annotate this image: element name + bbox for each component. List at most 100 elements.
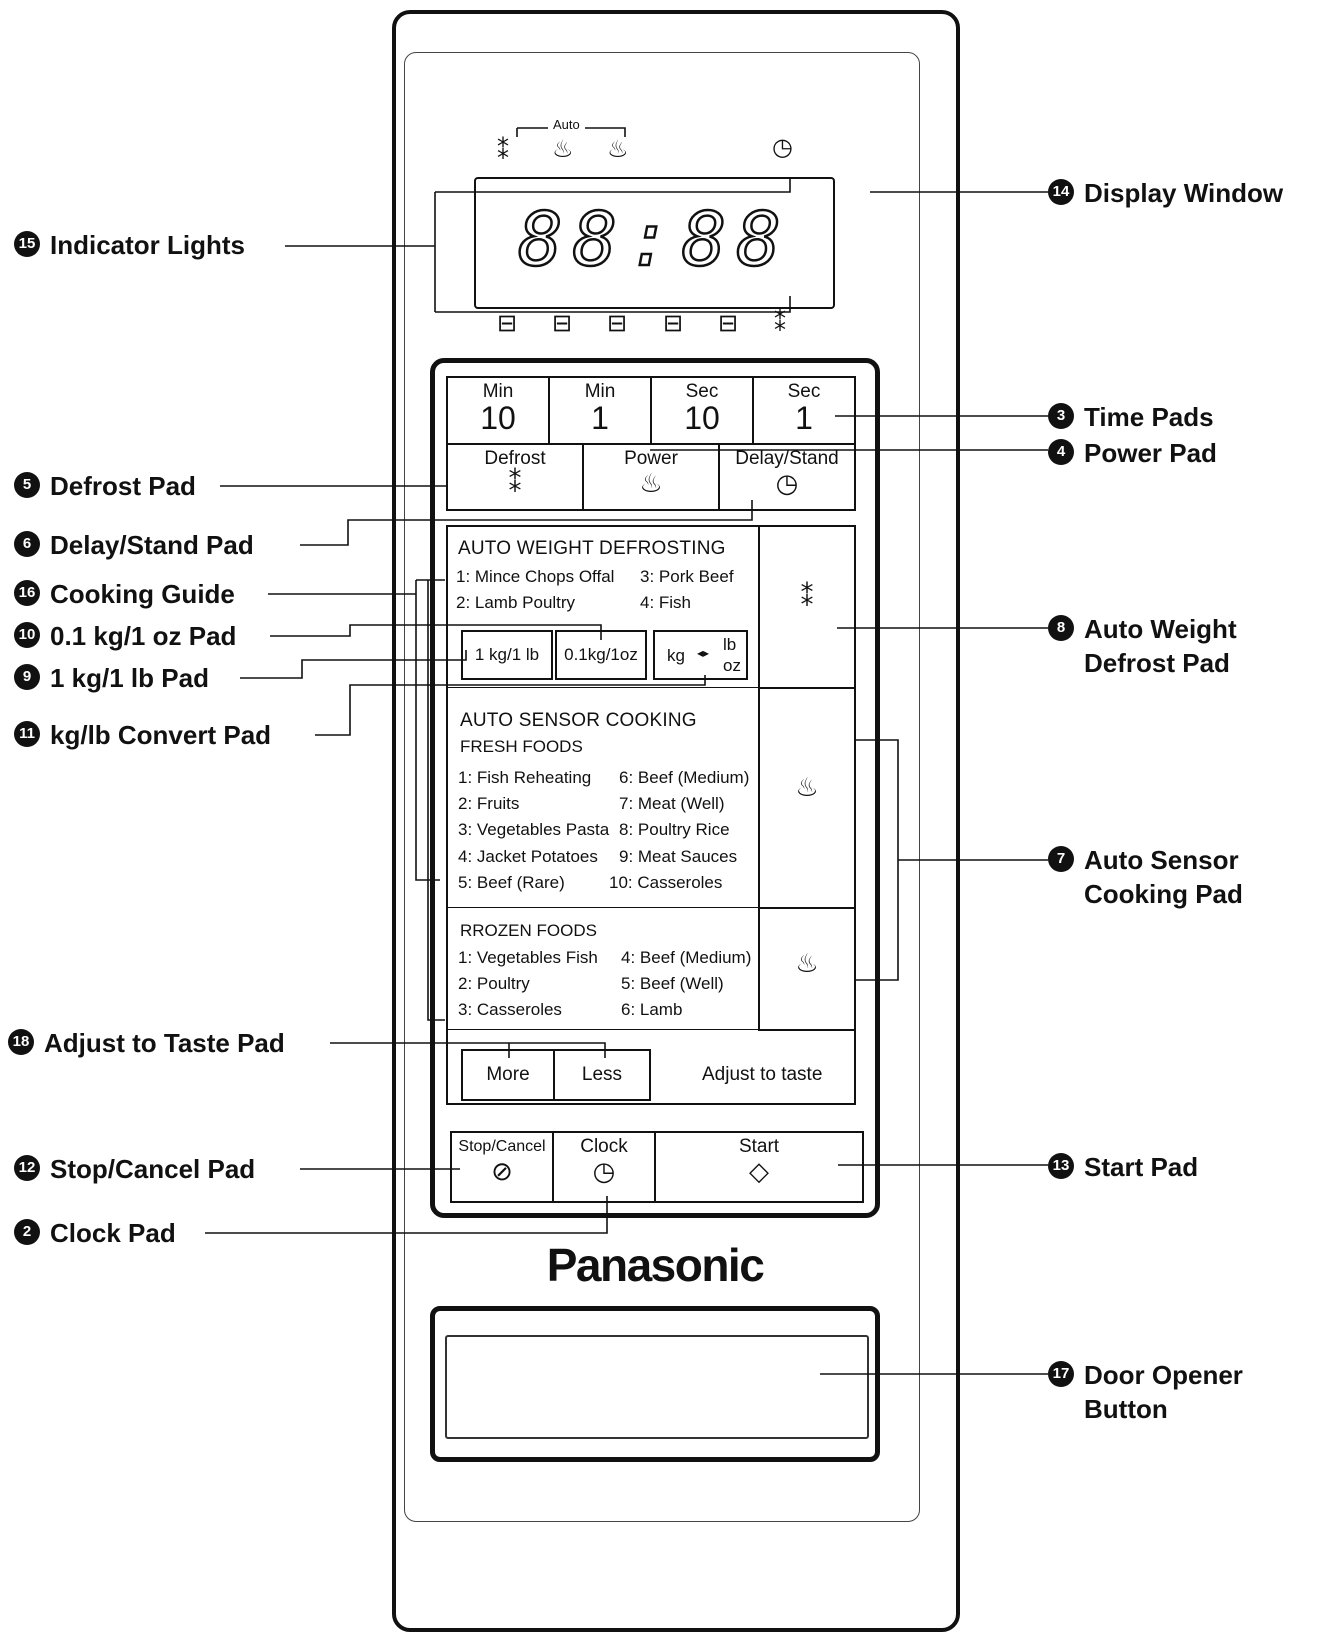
auto-sensor-fresh-pad[interactable]: ♨ [758,687,856,909]
callout-number: 6 [14,531,40,558]
frozen-item: 6: Lamb [621,1000,683,1019]
fresh-item: 2: Fruits [458,794,520,813]
sec10-value: 10 [684,400,720,436]
auto-weight-defrost-icon: ⁑ [800,582,814,612]
auto-sensor-frozen-pad[interactable]: ♨ [758,907,856,1031]
frozen-item: 5: Beef (Well) [621,974,724,993]
start-pad[interactable]: Start ◇ [654,1131,864,1203]
sec1-value: 1 [795,400,813,436]
display-window: 88:88 [474,177,835,309]
convert-kg-label: kg [667,646,685,665]
brand-logo: Panasonic [546,1239,765,1291]
timer-icon: ◷ [775,468,799,498]
delay-stand-pad[interactable]: Delay/Stand ◷ [718,443,856,511]
power-level-4-icon: ⊟ [663,310,684,337]
frozen-item: 4: Beef (Medium) [621,948,752,967]
frozen-sensor-indicator-icon: ♨ [607,136,629,163]
auto-weight-defrost-pad[interactable]: ⁑ [758,525,856,689]
convert-arrows-icon: ◂▸ [697,646,710,660]
callout-text: Stop/Cancel Pad [50,1154,256,1184]
callout-text: kg/lb Convert Pad [50,720,272,750]
defrost-level-icon: ⁑ [774,310,786,337]
fresh-item: 8: Poultry Rice [619,820,730,839]
start-label: Start [738,1136,780,1157]
fresh-item: 10: Casseroles [609,873,723,892]
callout-number: 3 [1048,403,1074,430]
fresh-item: 7: Meat (Well) [619,794,725,813]
power-level-5-icon: ⊟ [718,310,739,337]
callout-number: 16 [14,580,40,607]
min1-unit: Min [584,381,616,402]
sec10-pad[interactable]: Sec 10 [650,376,754,445]
callout-number: 17 [1048,1361,1074,1388]
min10-unit: Min [482,381,514,402]
fresh-item: 9: Meat Sauces [619,847,738,866]
less-pad[interactable]: Less [553,1049,651,1101]
callout-stop-cancel: 12 Stop/Cancel Pad [14,1152,255,1186]
power-icon: ♨ [639,468,663,498]
door-opener-button[interactable] [430,1306,880,1462]
callout-text: Button [1084,1394,1168,1424]
power-level-2-icon: ⊟ [552,310,573,337]
callout-text: Auto Weight [1084,614,1237,644]
sensor-indicator-icon: ♨ [552,136,574,163]
callout-number: 7 [1048,846,1074,873]
stop-icon: ⊘ [491,1156,513,1186]
guide-divider-2 [446,1029,856,1031]
auto-label: Auto [553,117,580,132]
callout-number: 14 [1048,179,1074,206]
clock-icon: ◷ [592,1156,616,1186]
start-icon: ◇ [749,1156,769,1186]
callout-text: Start Pad [1084,1152,1199,1182]
fresh-sensor-icon: ♨ [795,772,819,802]
sec1-pad[interactable]: Sec 1 [752,376,856,445]
frozen-foods-title: RROZEN FOODS [460,921,597,940]
kg-lb-convert-pad[interactable]: kg ◂▸ lb oz [653,630,748,680]
more-pad[interactable]: More [461,1049,555,1101]
callout-number: 5 [14,472,40,499]
fresh-item: 5: Beef (Rare) [458,873,565,892]
callout-text: Auto Sensor [1084,845,1239,875]
clock-pad[interactable]: Clock ◷ [552,1131,656,1203]
guide-divider-3 [446,907,760,909]
auto-sensor-title: AUTO SENSOR COOKING [460,710,697,731]
callout-kg-lb-convert: 11 kg/lb Convert Pad [14,718,271,752]
callout-number: 12 [14,1155,40,1182]
callout-number: 13 [1048,1153,1074,1180]
power-pad[interactable]: Power ♨ [582,443,720,511]
callout-text: Defrost Pad [50,471,196,501]
callout-text: Defrost Pad [1084,648,1230,678]
defrost-pad[interactable]: Defrost ⁑ [446,443,584,511]
stop-cancel-pad[interactable]: Stop/Cancel ⊘ [450,1131,554,1203]
min10-value: 10 [480,400,516,436]
0.1kg-1oz-pad[interactable]: 0.1kg/1oz [555,630,647,680]
defrost-icon: ⁑ [508,468,522,498]
callout-start-pad: 13 Start Pad [1048,1150,1198,1184]
frozen-sensor-icon: ♨ [795,948,819,978]
1kg-1lb-pad[interactable]: 1 kg/1 lb [461,630,553,680]
door-opener-recess [445,1335,869,1439]
fresh-item: 1: Fish Reheating [458,768,592,787]
callout-number: 18 [8,1029,34,1056]
callout-defrost-pad: 5 Defrost Pad [14,469,196,503]
callout-number: 11 [14,721,40,748]
min1-value: 1 [591,400,609,436]
fresh-item: 3: Vegetables Pasta [458,820,610,839]
stop-cancel-label: Stop/Cancel [458,1138,546,1155]
auto-weight-item: 1: Mince Chops Offal [456,567,615,586]
delay-stand-label: Delay/Stand [735,448,839,469]
callout-text: 0.1 kg/1 oz Pad [50,621,237,651]
callout-text: Adjust to Taste Pad [44,1028,285,1058]
min10-pad[interactable]: Min 10 [446,376,550,445]
fresh-item: 6: Beef (Medium) [619,768,750,787]
min1-pad[interactable]: Min 1 [548,376,652,445]
